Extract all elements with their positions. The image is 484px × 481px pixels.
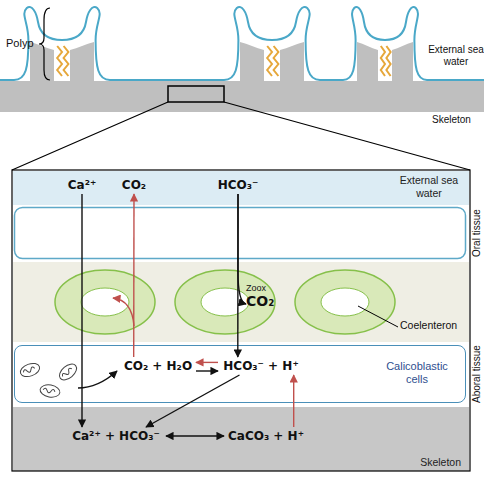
formula-text: Ca²⁺: [68, 178, 97, 192]
polyp-shape: [343, 7, 427, 81]
zoom-frame: [12, 170, 470, 471]
zoox-cell: [295, 270, 395, 334]
water-band: External sea water Ca²⁺ CO₂ HCO₃⁻: [13, 171, 469, 205]
chemical-species: HCO₃⁻: [216, 176, 260, 194]
formula-text: CO₂ + H₂O: [124, 359, 192, 373]
part-label: Polyp: [6, 37, 34, 49]
chemical-species: Ca²⁺: [66, 176, 98, 194]
region-label: External sea water: [397, 174, 461, 200]
formula-text: CO₂: [122, 178, 146, 192]
chemical-species: CaCO₃ + H⁺: [224, 427, 308, 445]
tissue-band: [13, 262, 469, 342]
part-label: Skeleton: [432, 114, 471, 125]
reaction-arrow: [238, 194, 246, 304]
calicoblastic-box: Calicoblastic cells CO₂ + H₂O HCO₃⁻ + H⁺: [14, 345, 466, 403]
zoom-line: [12, 102, 470, 170]
chemical-species: CO₂ + H₂O: [120, 357, 196, 375]
part-label: External sea water: [428, 44, 484, 68]
coelenteron: [321, 288, 369, 316]
part-label: Oral tissue: [471, 203, 484, 263]
leader-line: [358, 306, 398, 327]
chemical-species: Ca²⁺ + HCO₃⁻: [66, 427, 166, 445]
formula-text: CO₂: [246, 293, 274, 309]
formula-text: Zoox: [246, 283, 266, 293]
skeleton-top: [0, 81, 484, 112]
region-label: Calicoblastic cells: [381, 360, 453, 386]
polyp-shape: [224, 7, 320, 81]
formula-text: CaCO₃ + H⁺: [228, 429, 304, 443]
skeleton-band: Skeleton Ca²⁺ + HCO₃⁻ CaCO₃ + H⁺: [13, 407, 469, 471]
formula-text: HCO₃⁻: [218, 178, 259, 192]
formula-text: Ca²⁺ + HCO₃⁻: [72, 429, 160, 443]
part-label: Aboral tissue: [471, 339, 484, 409]
formula-text: HCO₃⁻ + H⁺: [223, 359, 298, 373]
zoom-box: [168, 86, 224, 102]
chemical-species: HCO₃⁻ + H⁺: [218, 357, 304, 375]
co2-branch-arrow: [113, 298, 134, 326]
coelenteron: [81, 288, 129, 316]
tissue-line: [0, 79, 484, 81]
region-label: Skeleton: [420, 456, 461, 468]
part-label: Coelenteron: [400, 319, 457, 331]
chemical-species: CO₂: [120, 176, 148, 194]
zoox-cell: [175, 270, 275, 334]
reaction-arrow: [237, 194, 239, 357]
polyp-bracket: [39, 8, 50, 80]
oral-box: [15, 208, 466, 259]
coelenteron: [201, 288, 249, 316]
reaction-arrow: [133, 194, 135, 357]
zoox-species: ZooxCO₂: [246, 280, 280, 312]
zoox-cell: [55, 270, 155, 334]
